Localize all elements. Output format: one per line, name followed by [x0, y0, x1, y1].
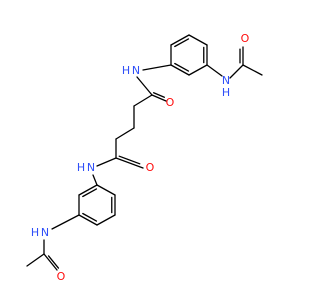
bond-ring-top	[188, 34, 208, 46]
bond-nh-to-carbonyl-top	[136, 76, 153, 96]
molecule-structure: N H O N H O N H O N H O	[26, 32, 263, 283]
atom-label-layer: N H O N H O N H O N H O	[31, 32, 250, 283]
atom-label-n-bottom: N	[41, 226, 49, 239]
atom-label-n-top: N	[132, 64, 140, 77]
bond-methyl-right	[242, 64, 263, 76]
bond-layer	[26, 34, 263, 271]
bond-co-bottom-acetyl-inner	[47, 255, 60, 269]
atom-label-h-mid: H	[77, 161, 85, 174]
bond-nh-right-to-acetyl	[229, 64, 244, 79]
bond-ring-bottom	[96, 184, 116, 196]
bond-ring-top-inner	[174, 62, 190, 72]
bond-carbonyl-to-nh-mid	[96, 157, 117, 167]
atom-label-n-mid: N	[87, 161, 95, 174]
atom-label-n-right: N	[222, 74, 230, 87]
atom-label-o-right-acetyl: O	[241, 32, 250, 45]
bond-ring-bottom-to-nh	[51, 214, 80, 230]
bond-ring-top-to-nh	[142, 64, 172, 71]
atom-label-h-top: H	[122, 64, 130, 77]
bond-co-top-amide	[151, 94, 167, 102]
bond-ring-bottom	[78, 184, 98, 196]
structure-canvas: N H O N H O N H O N H O	[26, 32, 263, 283]
atom-label-o-mid-amide: O	[146, 161, 155, 174]
bond-ring-bottom	[96, 214, 116, 226]
bond-ring-top	[170, 64, 190, 76]
bond-chain-1	[133, 94, 153, 107]
bond-ring-top	[170, 34, 190, 46]
bond-co-bottom-acetyl	[43, 253, 58, 271]
bond-chain-3	[115, 127, 135, 140]
bond-co-mid-amide	[115, 157, 144, 169]
atom-label-h-right: H	[222, 86, 230, 99]
bond-methyl-bottom	[26, 253, 45, 267]
bond-ring-top-inner	[174, 38, 190, 48]
bond-ring-top-to-nh-right	[206, 64, 223, 77]
atom-label-h-bottom: H	[31, 226, 39, 239]
bond-ring-bottom	[78, 214, 98, 226]
bond-ring-bottom-inner	[82, 212, 98, 222]
bond-ring-top	[188, 64, 208, 76]
bond-co-top-amide-inner	[153, 92, 165, 98]
bond-ring-bottom-inner	[82, 188, 98, 198]
bond-nh-mid-to-ring-bottom	[92, 174, 98, 186]
atom-label-o-top-amide: O	[166, 96, 175, 109]
atom-label-o-bottom-acetyl: O	[57, 270, 66, 283]
bond-co-mid-amide-inner	[118, 155, 141, 165]
